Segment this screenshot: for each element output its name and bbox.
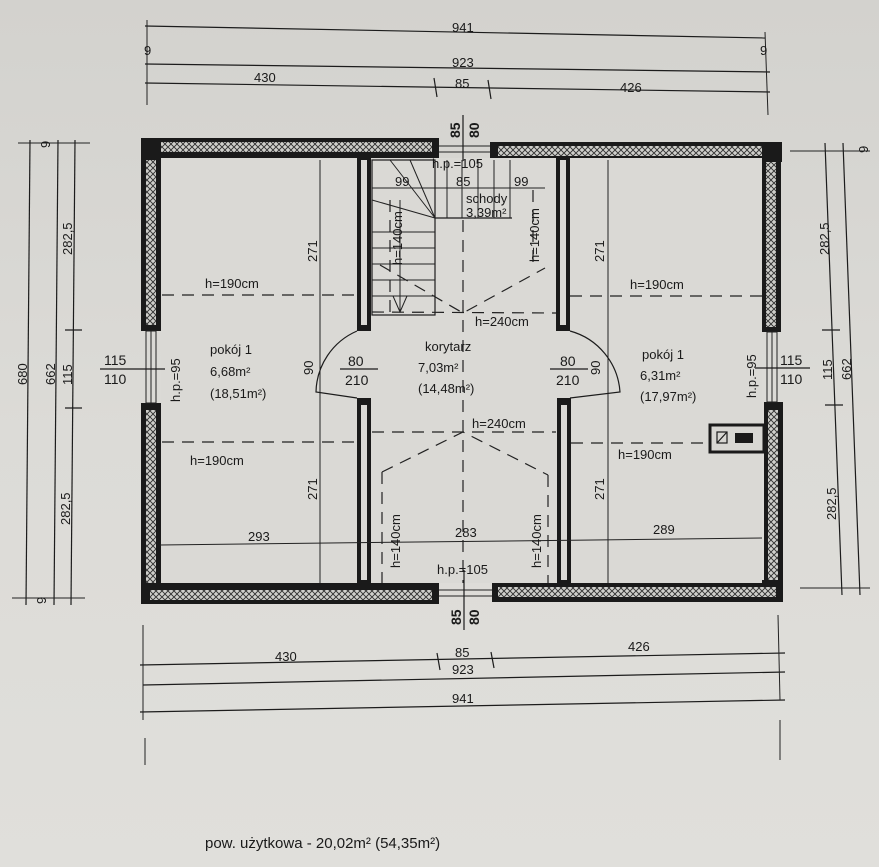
right-dimension-lines [790, 142, 870, 596]
door-left-swing [315, 330, 358, 399]
left-room-ceiling-bottom: h=190cm [190, 453, 244, 468]
door-left-swing-label: 90 [301, 361, 316, 375]
door-left-width: 80 [348, 353, 364, 369]
door-right-height: 210 [556, 372, 580, 388]
stairs-height-label: h=140cm [390, 211, 405, 265]
right-room-name: pokój 1 [642, 347, 684, 362]
left-window-sill: h.p.=95 [168, 358, 183, 402]
door-right-width: 80 [560, 353, 576, 369]
stairs-width-right: 99 [514, 174, 528, 189]
bottom-sill-height: h.p.=105 [437, 562, 488, 577]
left-room-height-bottom: 271 [305, 478, 320, 500]
right-room-area: 6,31m² [640, 368, 681, 383]
top-inner-dimension: 923 [452, 55, 474, 70]
corridor-ceiling-top: h=240cm [475, 314, 529, 329]
corridor-width: 283 [455, 525, 477, 540]
bottom-door-dimension: 85 [455, 645, 469, 660]
windows [145, 145, 778, 597]
left-overall-dimension: 680 [15, 363, 30, 385]
top-dimension-lines [144, 20, 771, 116]
top-entrance-width-80: 80 [466, 122, 482, 138]
top-overall-dimension: 941 [452, 20, 474, 35]
top-edge-right-dimension: 9 [760, 43, 767, 58]
right-room-height-top: 271 [592, 240, 607, 262]
corridor-height-right-bottom: h=140cm [529, 514, 544, 568]
left-lower-dimension: 282,5 [58, 492, 73, 525]
top-right-dimension: 426 [620, 80, 642, 95]
ceiling-height-lines [159, 160, 764, 583]
left-inner-dimension: 662 [43, 363, 58, 385]
right-lower-dimension: 282,5 [824, 487, 839, 520]
left-room-height-top: 271 [305, 240, 320, 262]
left-window-dimension: 115 [60, 364, 75, 385]
top-left-dimension: 430 [254, 70, 276, 85]
top-entrance-width-85: 85 [447, 122, 463, 138]
door-left-height: 210 [345, 372, 369, 388]
outer-walls [141, 138, 783, 604]
right-room-width: 289 [653, 522, 675, 537]
right-window-height: 110 [780, 371, 803, 387]
bottom-inner-dimension: 923 [452, 662, 474, 677]
right-edge-top-dimension: 9 [856, 146, 871, 153]
stairs-width-mid: 85 [456, 174, 470, 189]
top-door-dimension: 85 [455, 76, 469, 91]
stairs-label: schody [466, 191, 508, 206]
chimney-icon [708, 423, 766, 454]
left-dimension-lines [12, 139, 90, 606]
right-window-sill: h.p.=95 [744, 354, 759, 398]
door-right-swing [569, 330, 621, 399]
corridor-total-area: (14,48m²) [418, 381, 474, 396]
right-room-ceiling-top: h=190cm [630, 277, 684, 292]
bottom-left-dimension: 430 [275, 649, 297, 664]
interior-walls [357, 158, 571, 583]
right-room-total-area: (17,97m²) [640, 389, 696, 404]
top-sill-height: h.p.=105 [432, 156, 483, 171]
corridor-name: korytarz [425, 339, 471, 354]
bottom-dimension-lines [139, 614, 786, 765]
stairs-width-left: 99 [395, 174, 409, 189]
left-room-ceiling-top: h=190cm [205, 276, 259, 291]
bottom-overall-dimension: 941 [452, 691, 474, 706]
bottom-entrance-width-85: 85 [448, 609, 464, 625]
corridor-ceiling-bottom: h=240cm [472, 416, 526, 431]
right-upper-dimension: 282,5 [817, 222, 832, 255]
right-room-height-bottom: 271 [592, 478, 607, 500]
right-window-width: 115 [780, 352, 803, 368]
right-window-dimension: 115 [820, 359, 835, 380]
bottom-right-dimension: 426 [628, 639, 650, 654]
left-window-width: 115 [104, 352, 127, 368]
usable-area-summary: pow. użytkowa - 20,02m² (54,35m²) [205, 835, 440, 852]
top-edge-left-dimension: 9 [144, 43, 151, 58]
left-edge-top-dimension: 9 [38, 141, 53, 148]
left-room-width: 293 [248, 529, 270, 544]
staircase [371, 159, 545, 316]
right-room-ceiling-bottom: h=190cm [618, 447, 672, 462]
left-room-name: pokój 1 [210, 342, 252, 357]
left-room-area: 6,68m² [210, 364, 251, 379]
left-edge-bottom-dimension: 9 [34, 597, 49, 604]
door-right-swing-label: 90 [588, 361, 603, 375]
left-window-height: 110 [104, 371, 127, 387]
corridor-height-right-top: h=140cm [527, 208, 542, 262]
right-inner-dimension: 662 [839, 358, 854, 380]
stairs-area: 3,39m² [466, 205, 507, 220]
corridor-height-left-bottom: h=140cm [388, 514, 403, 568]
bottom-entrance-width-80: 80 [466, 609, 482, 625]
left-upper-dimension: 282,5 [60, 222, 75, 255]
left-room-total-area: (18,51m²) [210, 386, 266, 401]
corridor-area: 7,03m² [418, 360, 459, 375]
